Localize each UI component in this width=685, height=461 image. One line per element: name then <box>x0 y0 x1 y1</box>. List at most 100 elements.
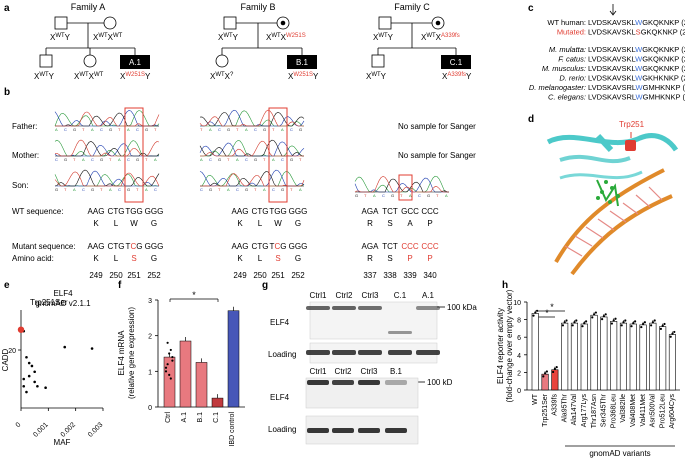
residue-label: Trp251 <box>619 120 645 129</box>
lane-label: Ctrl1 <box>310 367 327 376</box>
lane-label: Ctrl2 <box>336 291 353 300</box>
y-tick-label: 0 <box>517 388 521 395</box>
panel-label-b: b <box>4 87 10 98</box>
carrier-dot <box>435 20 441 26</box>
base-call: T <box>118 127 121 132</box>
base-call: A <box>409 193 412 198</box>
proband-symbol <box>120 55 150 69</box>
pos-cell: 339 <box>403 271 417 280</box>
base-call: C <box>209 157 212 162</box>
child-1-genotype: XWTY <box>34 72 55 81</box>
y-axis-label: ELF4 reporter activity <box>496 308 505 384</box>
mother-genotype: XWTXA339fs <box>421 33 460 42</box>
father-genotype: XWTY <box>50 33 71 42</box>
trace-line <box>54 139 160 157</box>
base-call: C <box>218 127 221 132</box>
pos-cell: 251 <box>127 271 141 280</box>
x-tick-label: 0.003 <box>87 421 104 438</box>
alignment-sequence: LVDSKAVSRLWGMHKNKP (338) <box>588 93 685 102</box>
base-call: C <box>236 187 239 192</box>
base-call: T <box>136 187 139 192</box>
loading-band <box>358 428 380 433</box>
child-1-genotype: XWTY <box>366 72 387 81</box>
alignment-species-label: F. catus: <box>558 55 586 64</box>
lane-label: Ctrl3 <box>362 291 379 300</box>
band <box>388 331 412 334</box>
wt-aa-cell: L <box>258 219 263 228</box>
base-call: A <box>200 157 203 162</box>
alignment-sequence: LVDSKAVSRLWGMHKNKP (829) <box>588 83 685 92</box>
bar <box>619 322 628 391</box>
scatter-point <box>44 386 47 390</box>
base-call: C <box>82 187 85 192</box>
base-call: A <box>91 127 94 132</box>
base-call: G <box>91 187 94 192</box>
carrier-dot <box>280 20 286 26</box>
wt-seq-cell: AGA <box>362 207 380 216</box>
x-tick-label: 0.001 <box>32 421 49 438</box>
data-point <box>610 322 614 325</box>
alignment-rows: WT human:LVDSKAVSKLWGKQKNKP (251)Mutated… <box>529 18 685 102</box>
data-point <box>571 324 574 327</box>
band <box>358 306 382 310</box>
y-tick-label: 3 <box>148 298 152 305</box>
father-symbol <box>54 16 68 30</box>
wt-aa-cell: G <box>295 219 301 228</box>
mut-seq-cell: TCG <box>126 242 143 251</box>
lane-label: A.1 <box>422 291 435 300</box>
x-tick-label: Thr187Asn <box>591 394 598 428</box>
pedigree-family-a: Family A XWTY XWTXWT A.1 XWTY XWTXWT XW2… <box>34 2 151 81</box>
bar <box>580 323 588 391</box>
base-call: C <box>254 127 257 132</box>
blot-label-elf4: ELF4 <box>270 393 290 402</box>
mut-aa-cell: S <box>131 254 136 263</box>
sequence-annotations: WT sequence: Mutant sequence: Amino acid… <box>12 207 76 263</box>
trace-line <box>354 175 449 193</box>
base-call: G <box>299 127 302 132</box>
y-axis-label-2: (fold-change over empty vector) <box>505 289 514 402</box>
alignment-species-label: WT human: <box>547 18 586 27</box>
proband-id: B.1 <box>296 58 309 67</box>
data-point <box>545 370 549 373</box>
mut-seq-cell: TCT <box>382 242 398 251</box>
trace-line <box>54 169 160 187</box>
mut-aa-cell: P <box>407 254 412 263</box>
data-point <box>650 324 653 327</box>
child-1-symbol <box>215 54 229 68</box>
bar <box>561 322 569 391</box>
wt-seq-cell: GCC <box>401 207 419 216</box>
no-sample-note: No sample for Sanger <box>398 151 476 160</box>
scatter-point <box>90 347 94 350</box>
data-point <box>532 314 535 317</box>
y-tick-label: 10 <box>513 300 521 307</box>
base-call: A <box>272 157 275 162</box>
proband-genotype: XW251SY <box>288 72 319 81</box>
panel-label-a: a <box>4 3 10 14</box>
base-call: A <box>445 193 448 198</box>
data-point <box>166 341 169 344</box>
significance-star: * <box>192 290 196 300</box>
data-point <box>573 321 576 324</box>
panel-label-g: g <box>262 280 268 291</box>
trace-line <box>54 171 160 187</box>
proband-id: C.1 <box>450 58 463 67</box>
loading-band <box>385 428 407 433</box>
y-axis-label: CADD <box>1 348 10 371</box>
alignment-sequence: LVDSKAVSKLWGKQKNKP (250) <box>588 45 685 54</box>
trace-line <box>54 143 159 157</box>
base-call: G <box>209 187 212 192</box>
base-call: G <box>145 127 148 132</box>
base-call: T <box>400 193 403 198</box>
data-point <box>671 332 674 335</box>
bar <box>195 362 208 408</box>
data-point <box>168 352 171 355</box>
base-call: T <box>364 193 367 198</box>
trace-line <box>355 178 450 193</box>
x-tick-label: Val411Met <box>640 394 647 426</box>
wt-seq-cell: GGG <box>145 207 164 216</box>
alignment <box>609 4 617 16</box>
band <box>358 380 380 385</box>
base-call: A <box>263 187 266 192</box>
trace-line <box>354 177 449 193</box>
